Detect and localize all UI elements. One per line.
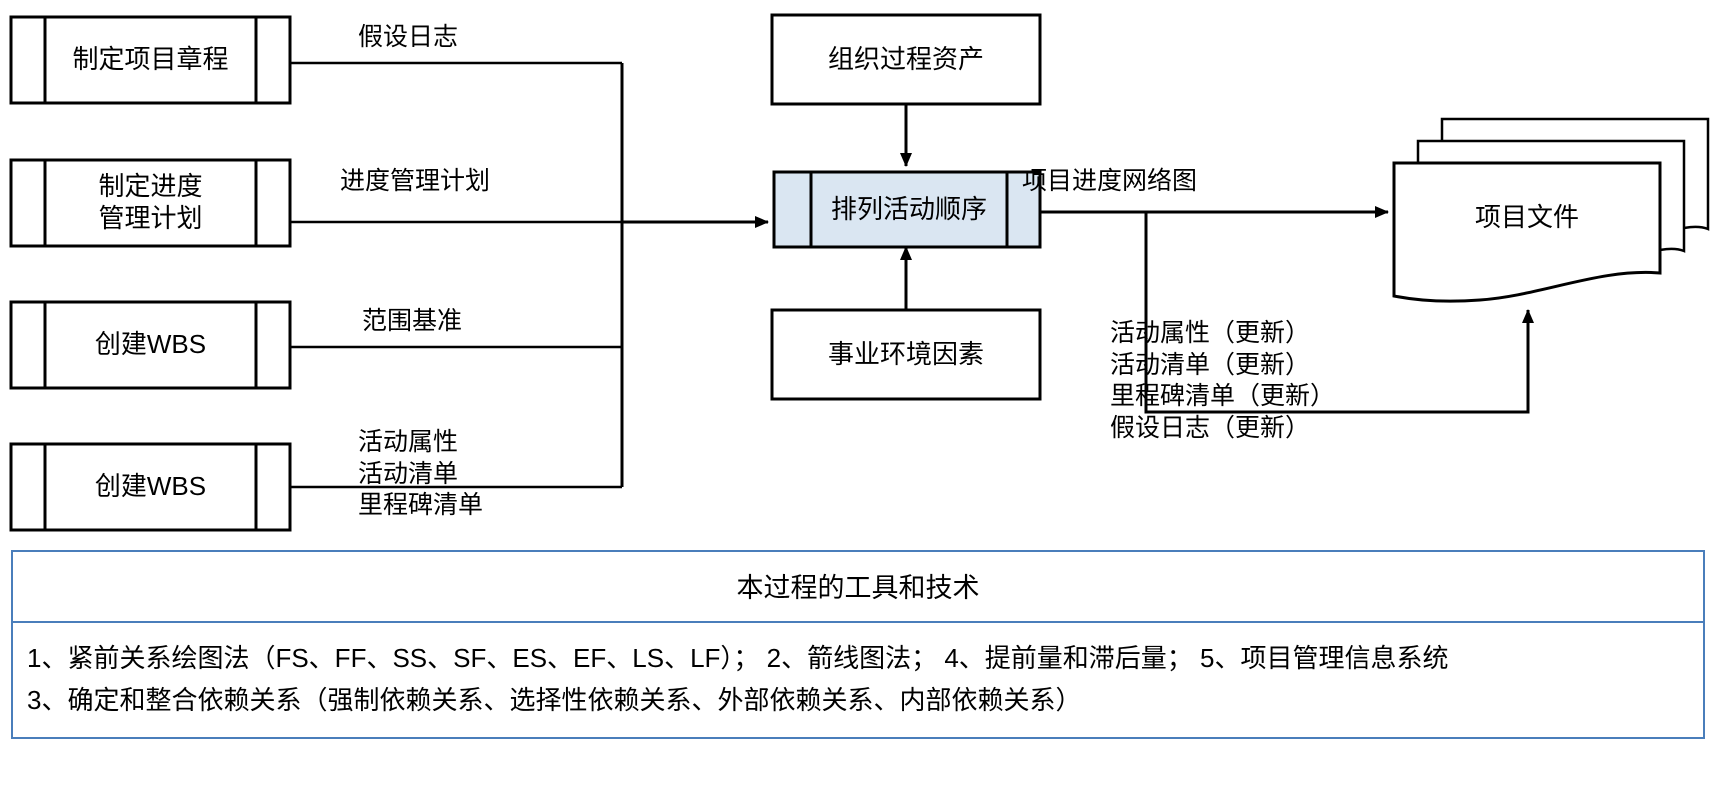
process-label-sequence-activities: 排列活动顺序 bbox=[830, 193, 987, 224]
edge-label-scope-baseline: 范围基准 bbox=[362, 307, 463, 335]
edge-label-project-schedule-network-diagram: 项目进度网络图 bbox=[1022, 167, 1198, 195]
tools-and-techniques-table: 本过程的工具和技术 1、紧前关系绘图法（FS、FF、SS、SF、ES、EF、LS… bbox=[11, 550, 1705, 740]
input-label-create-wbs-2: 创建WBS bbox=[94, 471, 207, 502]
connector-input-bus bbox=[620, 63, 769, 487]
output-label-project-documents: 项目文件 bbox=[1474, 202, 1579, 233]
input-label-develop-project-charter: 制定项目章程 bbox=[72, 44, 229, 75]
context-label-enterprise-environmental-factors: 事业环境因素 bbox=[827, 338, 984, 369]
context-label-organizational-process-assets: 组织过程资产 bbox=[827, 43, 984, 74]
input-label-plan-schedule-management: 制定进度 管理计划 bbox=[98, 171, 203, 233]
tools-table-row: 3、确定和整合依赖关系（强制依赖关系、选择性依赖关系、外部依赖关系、内部依赖关系… bbox=[27, 685, 1082, 716]
edge-label-document-updates: 活动属性（更新） 活动清单（更新） 里程碑清单（更新） 假设日志（更新） bbox=[1110, 319, 1336, 442]
tools-table-body: 1、紧前关系绘图法（FS、FF、SS、SF、ES、EF、LS、LF）； 2、箭线… bbox=[13, 623, 1703, 737]
tools-table-row: 1、紧前关系绘图法（FS、FF、SS、SF、ES、EF、LS、LF）； 2、箭线… bbox=[27, 643, 1449, 673]
edge-label-activity-artifacts: 活动属性 活动清单 里程碑清单 bbox=[358, 428, 484, 519]
edge-label-assumption-log: 假设日志 bbox=[358, 23, 459, 51]
edge-label-schedule-management-plan: 进度管理计划 bbox=[340, 167, 491, 195]
tools-table-header: 本过程的工具和技术 bbox=[13, 552, 1703, 623]
input-label-create-wbs-1: 创建WBS bbox=[94, 329, 207, 360]
